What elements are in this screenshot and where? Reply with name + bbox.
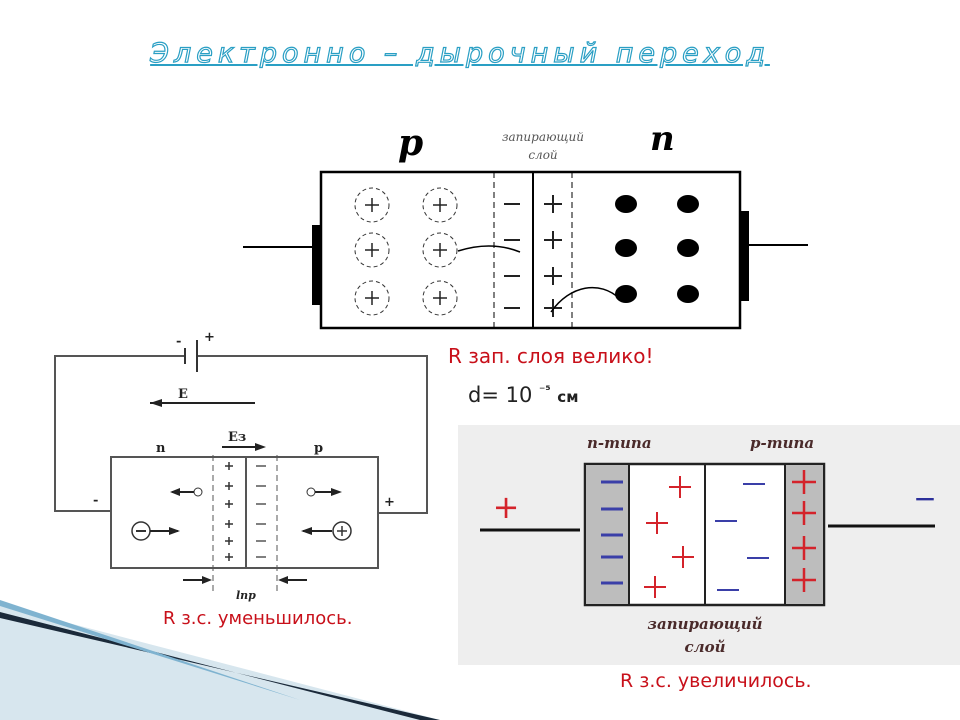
layer-label: запирающий	[647, 615, 762, 633]
label-p: p	[398, 122, 423, 164]
plus-sign	[225, 553, 233, 561]
layer-label: запирающий	[502, 130, 584, 144]
terminal-minus-label: -	[93, 493, 98, 508]
hole-diffusion-arrow	[457, 245, 521, 253]
slide-title: Электронно – дырочный переход	[150, 37, 770, 69]
plus-sign	[544, 195, 562, 213]
terminal-minus-label: −	[913, 482, 936, 515]
electron-diffusion-arrow	[550, 286, 621, 313]
plus-sign	[544, 299, 562, 317]
hole-plus	[365, 198, 379, 212]
left-contact	[312, 225, 321, 305]
pn-junction-diagram: p n запирающий слой	[243, 119, 808, 330]
plus-sign	[644, 576, 666, 598]
terminal-plus-label: +	[493, 488, 520, 526]
top-caption: R зап. слоя велико!	[448, 344, 654, 368]
plus-sign	[669, 476, 691, 498]
plus-sign	[225, 500, 233, 508]
plus-sign	[544, 267, 562, 285]
hole-plus	[433, 198, 447, 212]
forward-bias-diagram	[54, 340, 428, 595]
plus-sign	[225, 520, 233, 528]
electron-icon	[615, 285, 637, 303]
hole-plus	[365, 291, 379, 305]
electron-icon	[615, 239, 637, 257]
terminal-plus-label: +	[384, 495, 395, 510]
decorative-swoosh	[0, 600, 440, 720]
forward-caption: R з.с. уменьшилось.	[163, 608, 353, 629]
reverse-caption: R з.с. увеличилось.	[620, 670, 812, 692]
hole-plus	[433, 243, 447, 257]
hole-icon	[422, 187, 458, 223]
inner-field-label: Eз	[228, 430, 246, 445]
battery-minus-label: -	[176, 334, 181, 349]
layer-label: слой	[684, 638, 725, 656]
plus-sign	[225, 537, 233, 545]
hole-icon	[354, 280, 390, 316]
n-type-label: n-типа	[587, 434, 652, 452]
hole-plus	[365, 243, 379, 257]
label-p: p	[314, 441, 323, 456]
hole-icon	[354, 187, 390, 223]
hole-plus	[433, 291, 447, 305]
battery-plus-label: +	[204, 330, 215, 345]
plus-sign	[792, 536, 816, 560]
label-n: n	[156, 441, 166, 456]
thickness-unit: см	[557, 388, 579, 406]
plus-sign	[792, 470, 816, 494]
right-contact	[740, 211, 749, 301]
thickness-value: d= 10 ⁻⁵ см	[468, 383, 578, 407]
electron-icon	[615, 195, 637, 213]
label-n: n	[650, 119, 675, 159]
thickness-prefix: d= 10	[468, 383, 533, 407]
field-label: E	[178, 387, 188, 402]
electron-icon	[677, 285, 699, 303]
plus-sign	[792, 568, 816, 592]
reverse-bias-diagram	[458, 425, 960, 665]
plus-sign	[544, 231, 562, 249]
plus-sign	[225, 462, 233, 470]
hole-icon	[422, 232, 458, 268]
plus-sign	[672, 546, 694, 568]
hole-icon	[354, 232, 390, 268]
electron-icon	[677, 195, 699, 213]
plus-sign	[225, 482, 233, 490]
hole-icon	[422, 280, 458, 316]
plus-sign	[792, 501, 816, 525]
width-label: lпр	[236, 589, 256, 602]
p-type-label: p-типа	[750, 434, 814, 452]
electron-icon	[677, 239, 699, 257]
plus-sign	[646, 512, 668, 534]
thickness-exponent: ⁻⁵	[539, 383, 551, 397]
layer-label: слой	[528, 148, 557, 162]
